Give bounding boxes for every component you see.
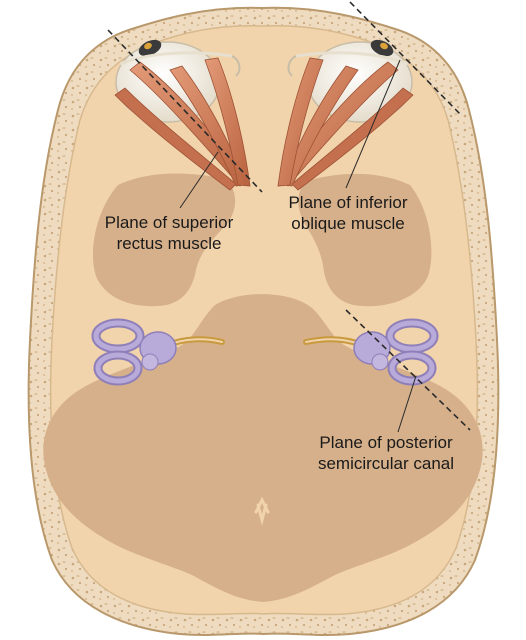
label-posterior-canal-line1: Plane of posterior [296,432,476,453]
label-posterior-canal-line2: semicircular canal [296,453,476,474]
label-inferior-oblique-line1: Plane of inferior [268,192,428,213]
label-inferior-oblique-line2: oblique muscle [268,213,428,234]
label-posterior-canal: Plane of posterior semicircular canal [296,432,476,474]
label-inferior-oblique: Plane of inferior oblique muscle [268,192,428,234]
label-superior-rectus: Plane of superior rectus muscle [84,212,254,254]
label-superior-rectus-line1: Plane of superior [84,212,254,233]
label-superior-rectus-line2: rectus muscle [84,233,254,254]
